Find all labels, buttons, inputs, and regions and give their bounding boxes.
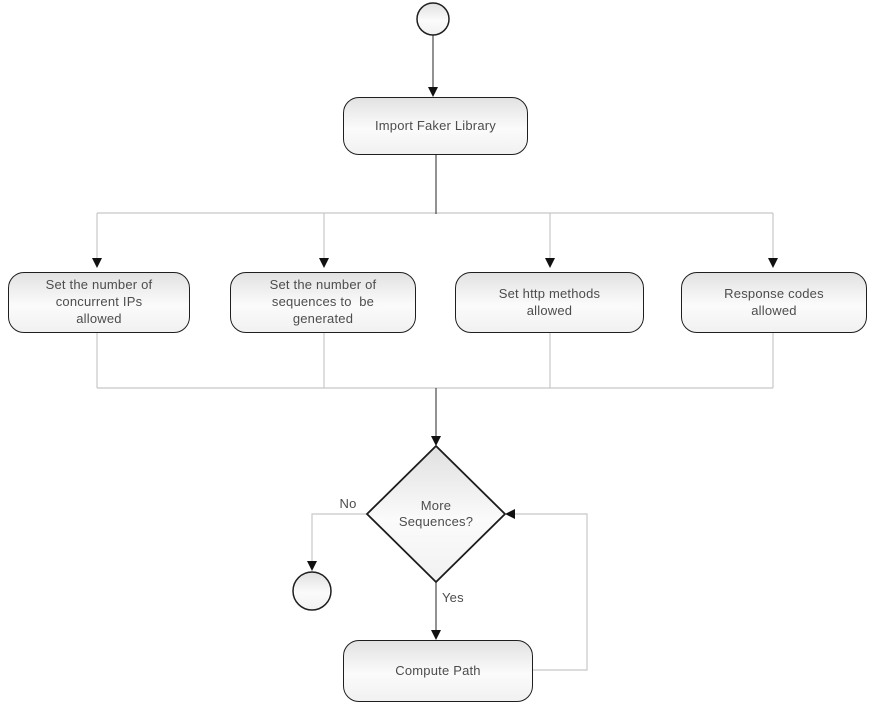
arrowhead-into-box4 bbox=[768, 258, 778, 268]
node-sequences-generated-label: Set the number of sequences to be genera… bbox=[269, 277, 377, 326]
decision-diamond bbox=[365, 444, 507, 584]
node-http-methods: Set http methods allowed bbox=[455, 272, 644, 333]
node-concurrent-ips-label: Set the number of concurrent IPs allowed bbox=[45, 277, 153, 326]
node-sequences-generated: Set the number of sequences to be genera… bbox=[230, 272, 416, 333]
arrowheads bbox=[92, 87, 778, 640]
node-import-faker-library: Import Faker Library bbox=[343, 97, 528, 155]
node-import-faker-library-label: Import Faker Library bbox=[374, 117, 497, 133]
arrowhead-into-compute bbox=[431, 630, 441, 640]
edge-label-no: No bbox=[339, 495, 357, 511]
node-compute-path: Compute Path bbox=[343, 640, 533, 702]
end-node-circle bbox=[292, 571, 332, 611]
arrowhead-into-end bbox=[307, 561, 317, 571]
edge-feedback-loop bbox=[513, 513, 588, 671]
arrowhead-into-box1 bbox=[92, 258, 102, 268]
node-http-methods-label: Set http methods allowed bbox=[498, 285, 601, 318]
edge-label-yes: Yes bbox=[442, 589, 464, 605]
gray-connectors bbox=[96, 212, 774, 671]
start-node-circle bbox=[416, 2, 450, 36]
decision-diamond-label: More Sequences? bbox=[398, 497, 474, 529]
arrowhead-into-diamond bbox=[431, 436, 441, 446]
arrowhead-into-box3 bbox=[545, 258, 555, 268]
arrowhead-feedback-into-diamond bbox=[505, 509, 515, 519]
dark-connectors bbox=[432, 35, 437, 635]
node-compute-path-label: Compute Path bbox=[395, 662, 481, 678]
node-response-codes-label: Response codes allowed bbox=[724, 285, 824, 318]
edge-no-elbow bbox=[311, 513, 367, 567]
arrowhead-into-import bbox=[428, 87, 438, 97]
arrowhead-into-box2 bbox=[319, 258, 329, 268]
node-response-codes: Response codes allowed bbox=[681, 272, 867, 333]
node-concurrent-ips: Set the number of concurrent IPs allowed bbox=[8, 272, 190, 333]
